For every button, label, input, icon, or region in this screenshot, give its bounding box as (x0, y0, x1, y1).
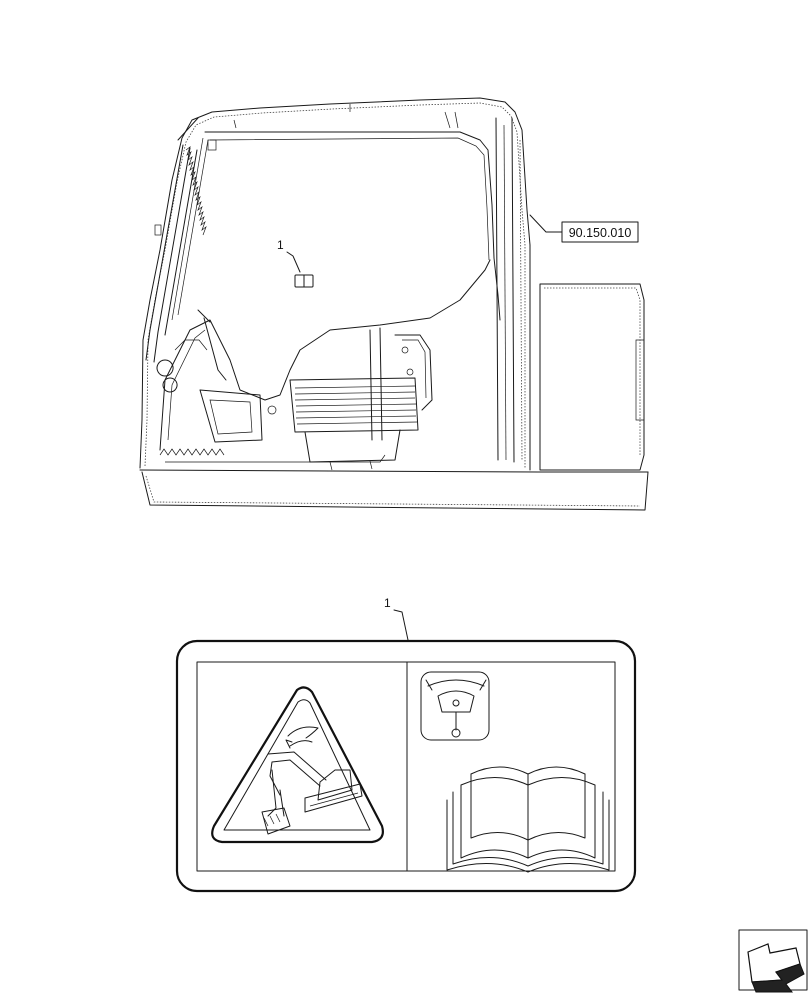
callout-number-decal: 1 (384, 596, 391, 610)
callout-number-cab: 1 (277, 238, 284, 252)
lifting-eye-icon (420, 671, 490, 741)
decal-right-panel (406, 661, 616, 872)
cab-illustration: 1 90.150.010 (139, 97, 649, 511)
decal-detail: 1 (175, 596, 637, 893)
decal-outline (175, 639, 637, 893)
reference-box (561, 221, 639, 243)
excavator-warning-triangle-icon (211, 686, 384, 844)
cab-heater-unit (289, 377, 419, 471)
callout-leader-cab (286, 251, 301, 273)
operator-manual-book-icon (446, 766, 610, 873)
reference-code: 90.150.010 (569, 226, 632, 240)
decal-left-panel (196, 661, 408, 872)
callout-leader-decal (393, 609, 409, 641)
next-page-arrow-icon[interactable] (738, 929, 808, 993)
